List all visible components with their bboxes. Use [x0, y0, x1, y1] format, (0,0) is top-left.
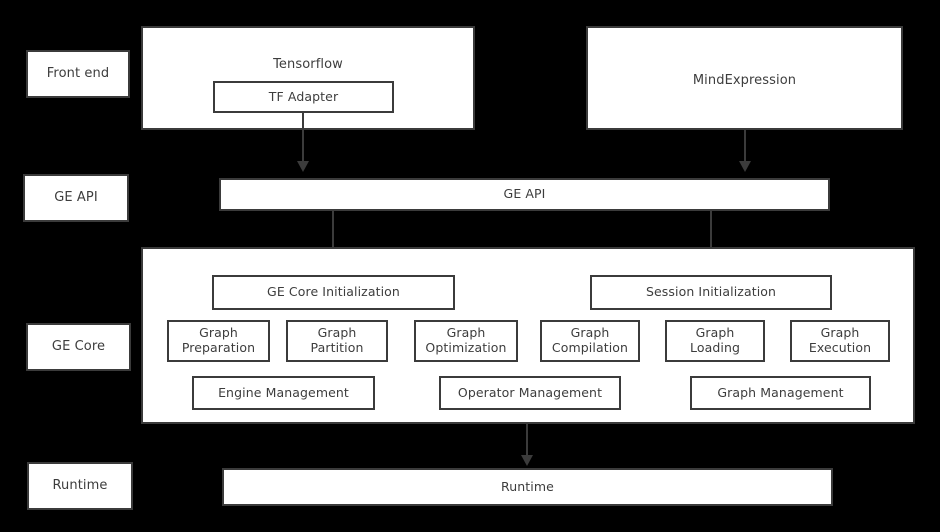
connector-mindexpression-to-ge-api-arrow: [739, 161, 751, 172]
module-graph-execution: Graph Execution: [790, 320, 890, 362]
module-graph-loading: Graph Loading: [665, 320, 765, 362]
connector-tf-adapter-to-ge-api-line: [302, 113, 304, 163]
mindexpression-container: MindExpression: [586, 26, 903, 130]
connector-ge-api-to-ge-core-init-line: [332, 211, 334, 262]
module-graph-optimization: Graph Optimization: [414, 320, 518, 362]
connector-mindexpression-to-ge-api-line: [744, 130, 746, 163]
ge-core-initialization-box: GE Core Initialization: [212, 275, 455, 310]
module-graph-preparation: Graph Preparation: [167, 320, 270, 362]
layer-label-ge-api: GE API: [23, 174, 129, 222]
connector-tf-adapter-to-ge-api-arrow: [297, 161, 309, 172]
layer-label-runtime: Runtime: [27, 462, 133, 510]
runtime-bar: Runtime: [222, 468, 833, 506]
module-graph-compilation: Graph Compilation: [540, 320, 640, 362]
manager-graph-management: Graph Management: [690, 376, 871, 410]
tf-adapter-box: TF Adapter: [213, 81, 394, 113]
tensorflow-title: Tensorflow: [273, 57, 343, 72]
session-initialization-box: Session Initialization: [590, 275, 832, 310]
connector-ge-core-to-runtime-line: [526, 424, 528, 457]
connector-ge-core-to-runtime-arrow: [521, 455, 533, 466]
connector-ge-api-to-session-init-line: [710, 211, 712, 262]
manager-operator-management: Operator Management: [439, 376, 621, 410]
mindexpression-title: MindExpression: [692, 73, 797, 88]
ge-api-bar: GE API: [219, 178, 830, 211]
manager-engine-management: Engine Management: [192, 376, 375, 410]
layer-label-ge-core: GE Core: [26, 323, 131, 371]
module-graph-partition: Graph Partition: [286, 320, 388, 362]
tensorflow-container: Tensorflow: [141, 26, 475, 130]
layer-label-front-end: Front end: [26, 50, 130, 98]
